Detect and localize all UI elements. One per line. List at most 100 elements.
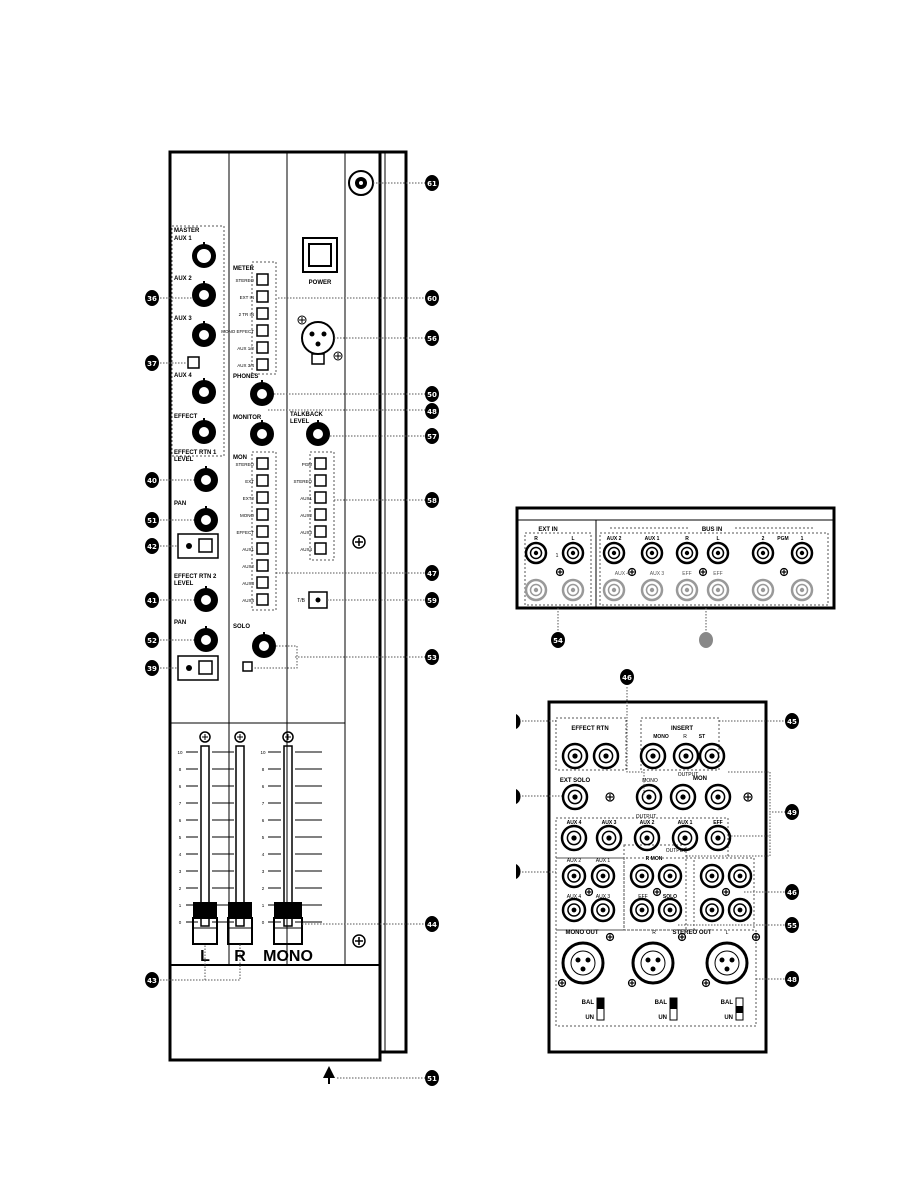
tb-button[interactable] (314, 508, 327, 521)
mon-button[interactable] (256, 559, 269, 572)
effect-rtn2-switch[interactable] (177, 655, 219, 681)
solo-jack[interactable] (657, 897, 683, 923)
effect-rtn1-pan-knob[interactable] (194, 506, 218, 532)
bus-in-jack[interactable] (602, 541, 626, 565)
monitor-knob[interactable] (250, 420, 274, 446)
stereo-r-jack[interactable] (699, 863, 725, 889)
tb-button[interactable] (314, 525, 327, 538)
output-r-jack[interactable] (669, 783, 697, 811)
xlr-stereo-out-l[interactable] (705, 941, 749, 985)
fader-L[interactable] (192, 731, 218, 945)
meter-button[interactable] (256, 307, 269, 320)
aux4-out-jack[interactable] (560, 824, 588, 852)
scale-label: 2 (262, 886, 265, 891)
bal-un-switch-mono[interactable]: BAL UN (582, 997, 605, 1021)
meter-button[interactable] (256, 273, 269, 286)
output-mono-jack[interactable] (635, 783, 663, 811)
tb-button[interactable] (314, 491, 327, 504)
meter-button[interactable] (256, 324, 269, 337)
effect-rtn1-level-knob[interactable] (194, 466, 218, 492)
output-mon-jack[interactable] (704, 783, 732, 811)
insert-r-jack[interactable] (672, 742, 700, 770)
mon-button[interactable] (256, 491, 269, 504)
aux1-out-jack[interactable] (671, 824, 699, 852)
bus-in-jack-lower[interactable] (640, 578, 664, 602)
fader-MONO[interactable] (273, 731, 303, 945)
bus-in-jack[interactable] (790, 541, 814, 565)
mon-button[interactable] (256, 508, 269, 521)
ext-in-jack-lower[interactable] (561, 578, 585, 602)
master-knob-aux1[interactable] (192, 242, 216, 268)
mono-out-label: MONO OUT (566, 930, 599, 936)
bus-in-jack[interactable] (706, 541, 730, 565)
solo-knob[interactable] (252, 632, 276, 658)
tb-switch[interactable] (308, 591, 328, 609)
phones-jack[interactable] (301, 321, 335, 365)
fader-R[interactable] (227, 731, 253, 945)
aux-row3-label: AUX 3 (596, 894, 611, 900)
aux-row3-label: SOLO (663, 894, 677, 900)
mon-button[interactable] (256, 542, 269, 555)
bus-in-jack-lower[interactable] (751, 578, 775, 602)
bus-in-jack-lower[interactable] (675, 578, 699, 602)
stereo-l-jack[interactable] (727, 863, 753, 889)
effect-rtn1-switch[interactable] (177, 533, 219, 559)
master-knob-aux4[interactable] (192, 378, 216, 404)
ext-in-jack[interactable] (561, 541, 585, 565)
effect-rtn2-pan-knob[interactable] (194, 626, 218, 652)
solo-switch[interactable] (242, 661, 253, 672)
screw-icon (701, 978, 711, 988)
bus-in-jack-lower[interactable] (602, 578, 626, 602)
mon-button[interactable] (256, 525, 269, 538)
xlr-mono-out[interactable] (561, 941, 605, 985)
phones-knob[interactable] (250, 380, 274, 406)
output-mon-jack-2[interactable] (657, 863, 683, 889)
xlr-stereo-out-r[interactable] (631, 941, 675, 985)
ext-in-jack[interactable] (524, 541, 548, 565)
bal-un-switch-stereo-r[interactable]: BAL UN (655, 997, 678, 1021)
mon-button[interactable] (256, 474, 269, 487)
meter-button[interactable] (256, 290, 269, 303)
aux2-out-jack[interactable] (633, 824, 661, 852)
bus-in-jack-lower[interactable] (706, 578, 730, 602)
mon-button[interactable] (256, 593, 269, 606)
bus-in-jack[interactable] (640, 541, 664, 565)
effect-rtn2-level-knob[interactable] (194, 586, 218, 612)
master-knob-aux3[interactable] (192, 321, 216, 347)
bus-in-jack[interactable] (751, 541, 775, 565)
stereo-l-jack-2[interactable] (727, 897, 753, 923)
tb-button[interactable] (314, 542, 327, 555)
eff-in-jack[interactable] (629, 897, 655, 923)
aux4-in-jack[interactable] (561, 897, 587, 923)
callout-36: 36 (145, 290, 159, 306)
ext-in-jack-lower[interactable] (524, 578, 548, 602)
insert-st-jack[interactable] (698, 742, 726, 770)
mon-button[interactable] (256, 457, 269, 470)
master-knob-aux2[interactable] (192, 281, 216, 307)
eff-out-jack[interactable] (704, 824, 732, 852)
aux3-in-jack[interactable] (590, 897, 616, 923)
output-r-mon-jack[interactable] (629, 863, 655, 889)
bal-un-switch-stereo-l[interactable]: BAL UN (721, 997, 744, 1021)
tb-button[interactable] (314, 474, 327, 487)
talkback-knob[interactable] (306, 420, 330, 446)
effect-rtn-jack-r[interactable] (592, 742, 620, 770)
aux2-in-jack[interactable] (561, 863, 587, 889)
bus-in-jack[interactable] (675, 541, 699, 565)
meter-button[interactable] (256, 358, 269, 371)
ext-solo-jack[interactable] (561, 783, 589, 811)
master-knob-effect[interactable] (192, 418, 216, 444)
aux1-in-jack[interactable] (590, 863, 616, 889)
pre-post-switch[interactable] (187, 356, 200, 369)
power-switch[interactable] (302, 237, 338, 273)
effect-rtn-jack-l[interactable] (561, 742, 589, 770)
meter-button[interactable] (256, 341, 269, 354)
mon-item: AUX2 (242, 564, 254, 569)
aux3-out-jack[interactable] (595, 824, 623, 852)
master-label: MASTER (174, 228, 200, 234)
insert-mono-jack[interactable] (639, 742, 667, 770)
stereo-r-jack-2[interactable] (699, 897, 725, 923)
bus-in-jack-lower[interactable] (790, 578, 814, 602)
mon-button[interactable] (256, 576, 269, 589)
tb-button[interactable] (314, 457, 327, 470)
